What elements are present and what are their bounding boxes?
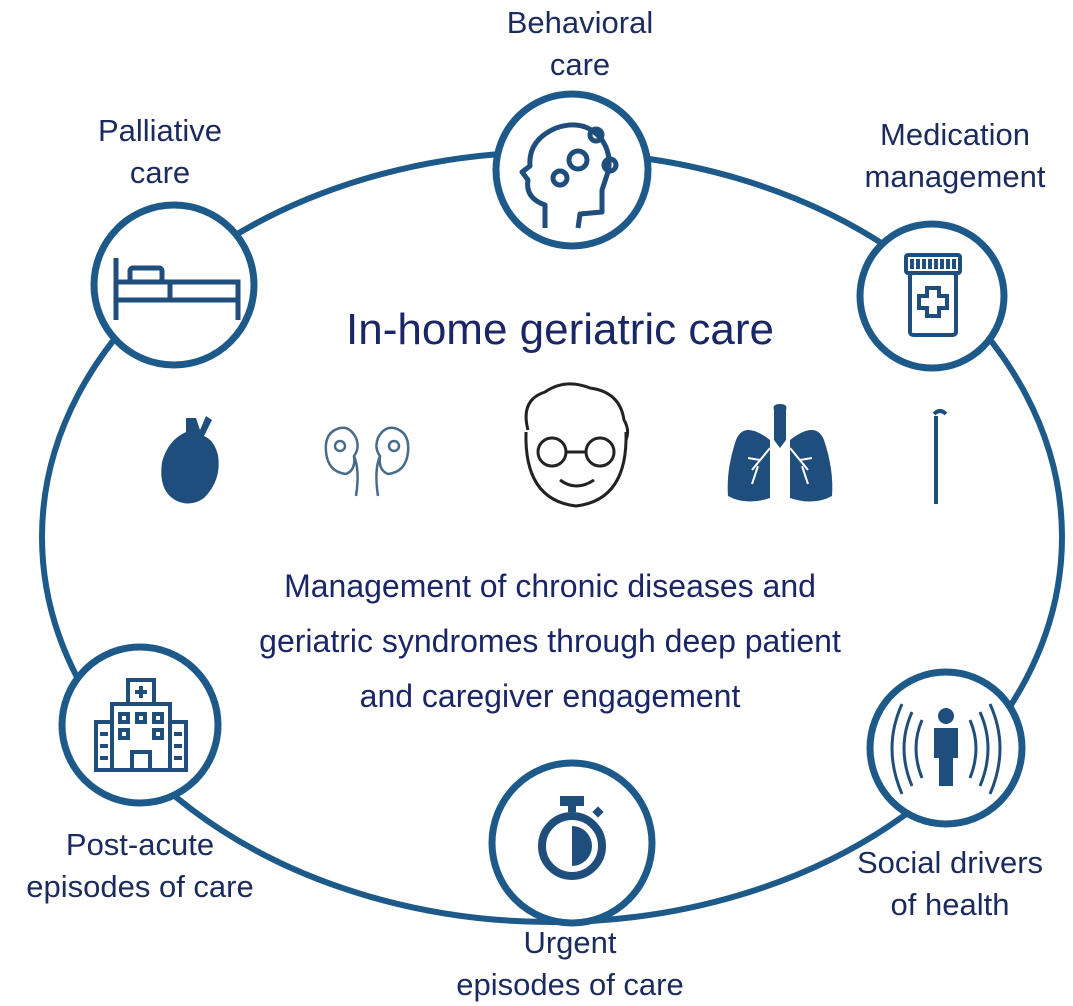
diagram-title: In-home geriatric care (346, 305, 774, 354)
node-circle-behavioral (492, 90, 652, 250)
lungs-icon (727, 404, 833, 502)
node-circle-palliative (90, 201, 258, 369)
hospital-icon (94, 678, 188, 772)
description: Management of chronic diseases and geria… (160, 559, 940, 724)
stopwatch-icon (538, 796, 606, 880)
description-line: geriatric syndromes through deep patient (259, 623, 841, 659)
pill-bottle-icon (904, 253, 962, 337)
heart-icon (161, 416, 219, 504)
description-line: and caregiver engagement (359, 678, 741, 714)
cane-icon (932, 409, 948, 504)
node-circle-postacute (58, 643, 222, 807)
description-line: Management of chronic diseases and (284, 568, 816, 604)
head-gears-icon (519, 122, 619, 229)
kidneys-icon (324, 426, 410, 497)
elder-face-icon (524, 382, 630, 508)
node-circle-medication (856, 220, 1008, 372)
bed-icon (113, 258, 241, 320)
person-signal-icon (890, 703, 1002, 795)
